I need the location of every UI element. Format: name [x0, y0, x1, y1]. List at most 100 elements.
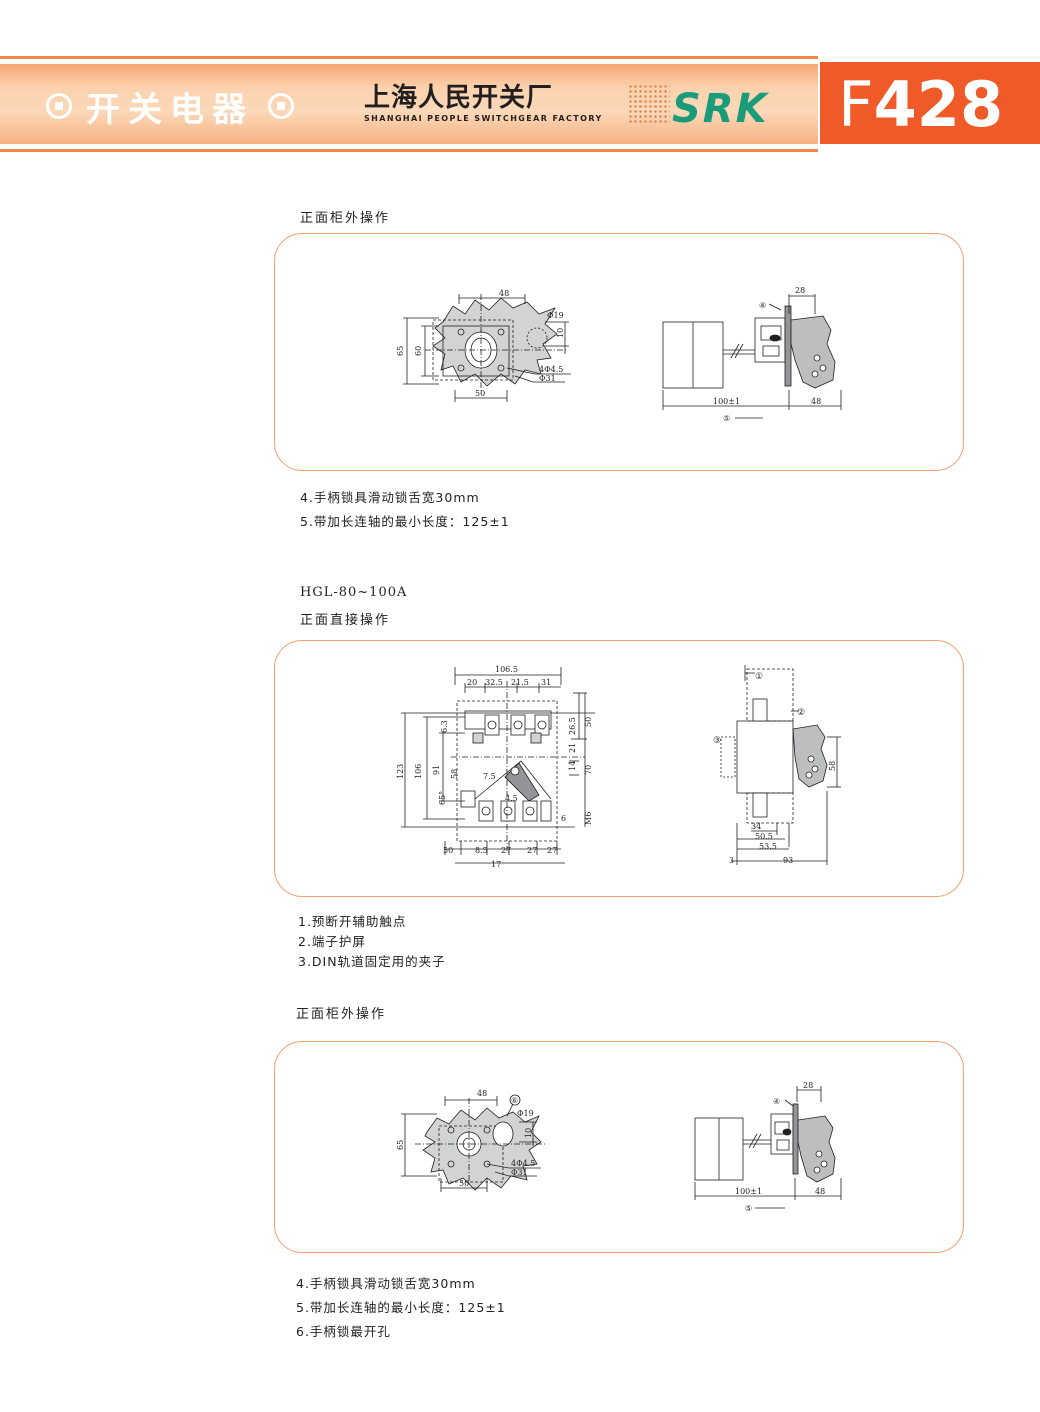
note-item: 4.手柄锁具滑动锁舌宽30mm [300, 490, 480, 505]
dim-label: 50 [443, 846, 453, 855]
dim-label: Φ19 [547, 311, 564, 320]
dim-label: 106.5 [495, 665, 518, 674]
dim-label: 93 [783, 856, 793, 865]
dim-label: 32.5 [485, 678, 503, 687]
dim-label: 28 [795, 286, 805, 295]
dim-label: 50 [459, 1179, 469, 1188]
dim-label: 27 [501, 846, 511, 855]
dim-label: 34 [751, 822, 761, 831]
circle-bullet-icon [268, 93, 294, 119]
category-text: 开关电器 [86, 89, 254, 130]
dim-label: ④ [759, 301, 766, 310]
dim-label: Φ31 [539, 374, 556, 383]
note-item: 2.端子护屏 [298, 934, 366, 949]
dim-label: 17 [491, 860, 501, 869]
note-item: 5.带加长连轴的最小长度：125±1 [296, 1300, 506, 1315]
header-top-rule [0, 56, 818, 59]
dim-label: 48 [477, 1089, 487, 1098]
dim-label: 21 [568, 743, 577, 753]
dim-label: 4.5 [505, 794, 518, 803]
factory-name-cn: 上海人民开关厂 [364, 83, 554, 113]
section3-drawing-frame: 48 ⑥ Φ19 10 65 4Φ4.5 Φ31 50 28 ④ 100±1 4… [274, 1041, 964, 1253]
dim-label: 50.5 [755, 832, 773, 841]
dim-label: 6 [561, 814, 566, 823]
switch-side-body [736, 720, 794, 794]
note-item: 6.手柄锁最开孔 [296, 1324, 391, 1339]
dim-label: 27 [527, 846, 537, 855]
terminal [522, 800, 538, 822]
section3-drawing: 48 ⑥ Φ19 10 65 4Φ4.5 Φ31 50 28 ④ 100±1 4… [396, 1081, 842, 1213]
dim-label: 26.5 [568, 717, 577, 735]
aux-circle [526, 327, 548, 349]
section1-drawing: 48 Φ19 10 65 60 4Φ4.5 Φ31 50 28 ④ 100±1 … [396, 286, 842, 423]
dim-label: 50 [475, 389, 485, 398]
dim-label: ⑤ [745, 1204, 752, 1213]
dim-label: 6.3 [440, 720, 449, 733]
din-clip [720, 736, 736, 778]
note-item: 1.预断开辅助触点 [298, 914, 407, 929]
page-code-number: 428 [873, 68, 1004, 141]
section2-notes: 1.预断开辅助触点 2.端子护屏 3.DIN轨道固定用的夹子 [298, 912, 446, 972]
dim-label: ③ [713, 736, 721, 746]
page-header: 开关电器 上海人民开关厂 SHANGHAI PEOPLE SWITCHGEAR … [0, 56, 1040, 152]
dim-label: 65 [396, 346, 405, 356]
dot-pattern-icon [628, 84, 670, 124]
terminal [484, 714, 500, 736]
dim-label: 53.5 [759, 842, 777, 851]
section1-drawing-frame: 48 Φ19 10 65 60 4Φ4.5 Φ31 50 28 ④ 100±1 … [274, 233, 964, 471]
dim-label: 100±1 [713, 397, 740, 406]
note-item: 3.DIN轨道固定用的夹子 [298, 954, 446, 969]
dim-label: 31 [541, 678, 551, 687]
rotary-handle [790, 315, 836, 389]
dim-label: 58 [450, 769, 459, 779]
dim-label: 3 [729, 856, 734, 865]
dim-label: 65° [438, 791, 447, 805]
dim-label: 91 [432, 765, 441, 775]
section3-title: 正面柜外操作 [296, 1007, 387, 1022]
terminal [540, 800, 552, 822]
dim-label: ② [797, 708, 805, 718]
section2-model: HGL-80~100A [300, 585, 408, 600]
dim-label: 4Φ4.5 [511, 1159, 535, 1168]
dim-label: ⑥ [511, 1096, 518, 1105]
panel-plate [784, 305, 792, 387]
dim-label: 8.5 [475, 846, 488, 855]
page-code-letter: F [838, 68, 874, 141]
panel-plate [792, 1103, 799, 1175]
aux-circle [492, 1121, 514, 1147]
factory-logo: 上海人民开关厂 SHANGHAI PEOPLE SWITCHGEAR FACTO… [364, 82, 603, 123]
dim-label: 123 [396, 764, 405, 779]
dim-label: 14 [568, 761, 577, 771]
dim-label: Φ19 [517, 1109, 534, 1118]
section1-notes: 4.手柄锁具滑动锁舌宽30mm 5.带加长连轴的最小长度：125±1 [300, 486, 510, 534]
dim-label: 10 [524, 1128, 533, 1138]
terminal [510, 714, 526, 736]
dim-label: M6 [584, 812, 593, 825]
factory-name-en: SHANGHAI PEOPLE SWITCHGEAR FACTORY [364, 114, 603, 123]
dim-label: 65 [396, 1140, 405, 1150]
dim-label: 48 [811, 397, 821, 406]
dim-label: 20 [467, 678, 477, 687]
dim-label: Φ31 [511, 1168, 528, 1177]
dim-label: 27 [547, 846, 557, 855]
dim-label: 28 [803, 1081, 813, 1090]
dim-label: 48 [499, 289, 509, 298]
dim-label: 50 [584, 717, 593, 727]
terminal [478, 800, 494, 822]
section2-drawing-frame: 106.5 20 32.5 21.5 31 26.5 50 6.3 21 14 … [274, 640, 964, 897]
dim-label: 4Φ4.5 [539, 365, 563, 374]
dim-label: ① [755, 672, 763, 682]
terminal [534, 714, 550, 736]
page-code-box [820, 62, 1040, 144]
header-band [0, 64, 818, 144]
dim-label: 10 [556, 328, 565, 338]
brand-logo: SRK [672, 86, 769, 132]
circle-bullet-icon [46, 93, 72, 119]
inner-rect [442, 325, 510, 377]
section1-title: 正面柜外操作 [300, 211, 391, 226]
category-title: 开关电器 [46, 84, 294, 130]
page-code: F428 [838, 70, 1003, 140]
panel-cutout-shape [422, 1107, 542, 1191]
dim-label: 48 [815, 1187, 825, 1196]
dim-label: 70 [584, 765, 593, 775]
